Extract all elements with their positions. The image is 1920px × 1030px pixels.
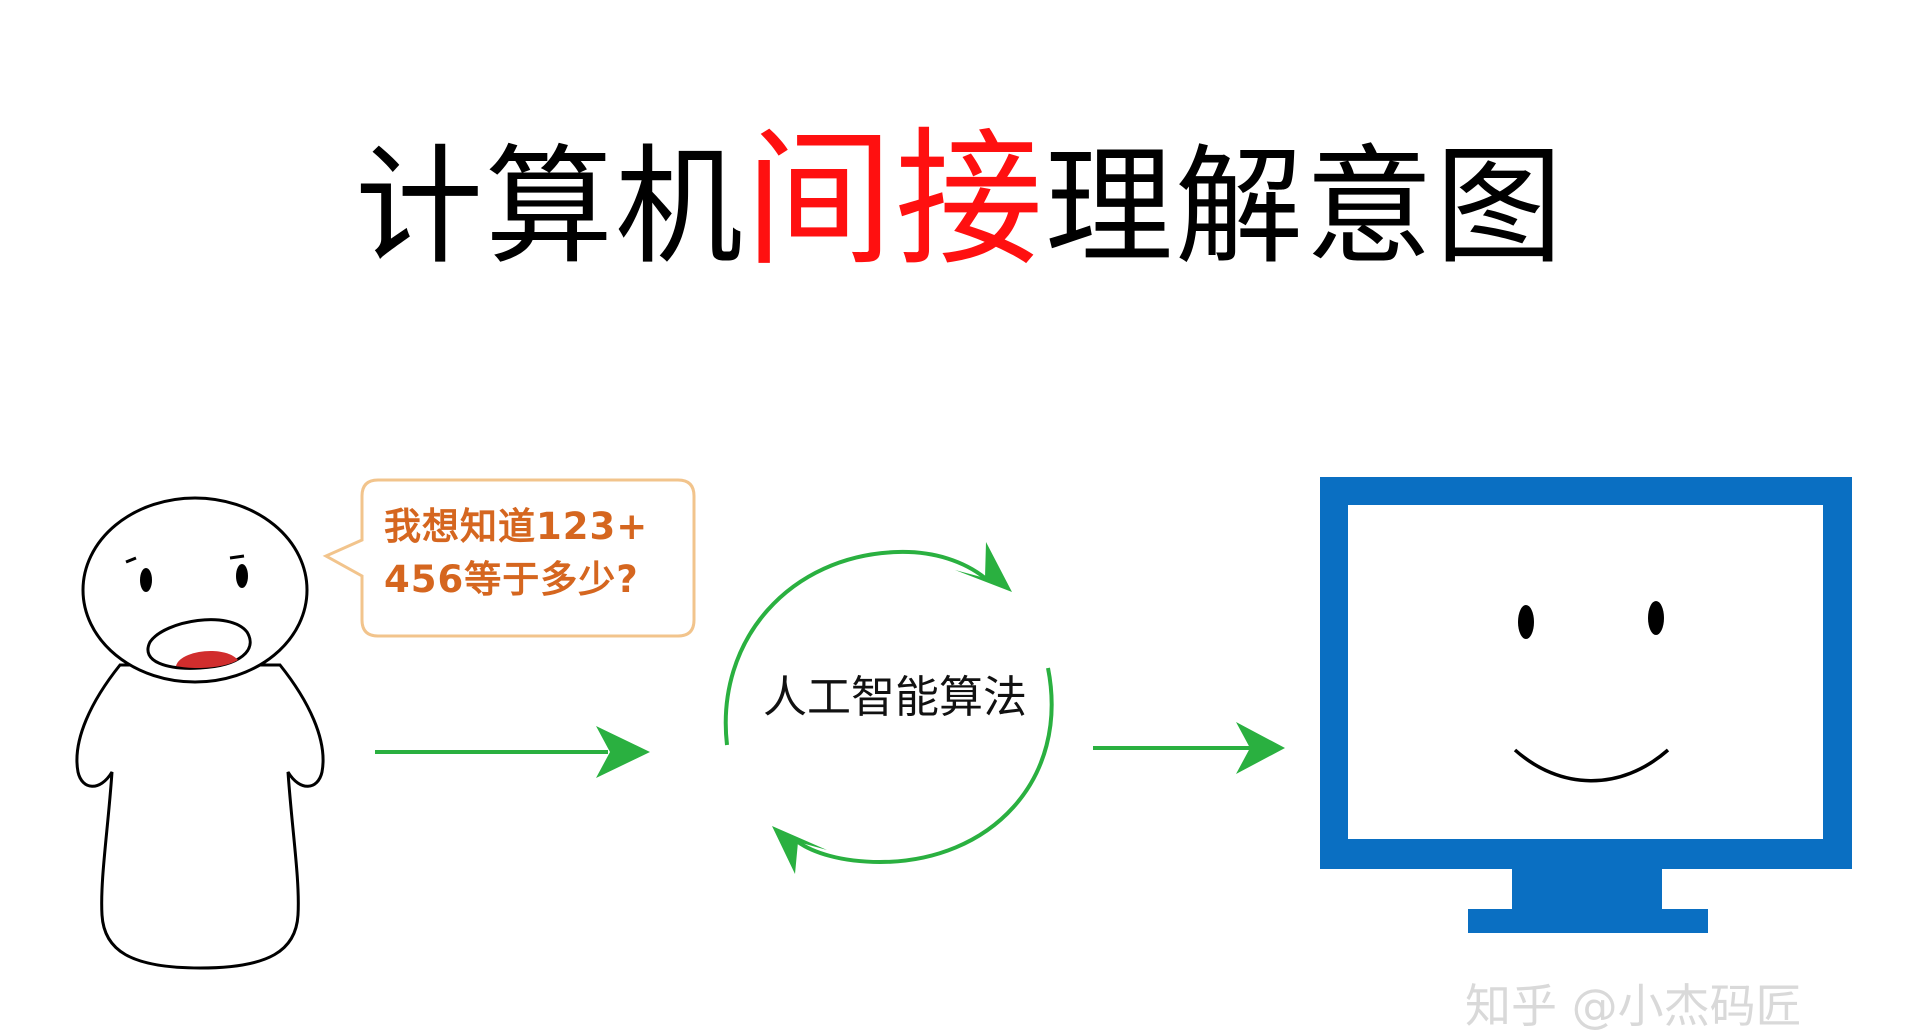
- title-part1: 计算机: [354, 133, 745, 282]
- monitor-right-eye: [1648, 601, 1664, 635]
- monitor-left-eye: [1518, 605, 1534, 639]
- algorithm-label: 人工智能算法: [763, 672, 1027, 723]
- arrow-person-to-cycle: [375, 726, 650, 778]
- monitor: [1320, 477, 1852, 933]
- cycle-arrow-top: [723, 549, 987, 746]
- title-part2: 理解意图: [1045, 133, 1566, 282]
- cycle-arrow-bottom: [796, 667, 1054, 865]
- monitor-smile: [1513, 748, 1670, 783]
- monitor-neck: [1512, 869, 1662, 909]
- speech-bubble-line1: 我想知道123+: [384, 505, 649, 548]
- monitor-base: [1468, 909, 1708, 933]
- title-accent: 间接: [745, 114, 1045, 286]
- speech-bubble-text: 我想知道123+ 456等于多少?: [384, 500, 684, 606]
- person-head: [81, 496, 309, 684]
- person-left-eye: [140, 568, 152, 592]
- person-figure: [75, 496, 325, 970]
- person-body: [75, 663, 325, 970]
- person-right-eye: [236, 564, 248, 588]
- cycle-arrows: [723, 549, 1054, 865]
- arrow-cycle-to-monitor: [1093, 722, 1285, 774]
- speech-bubble-line2: 456等于多少?: [384, 558, 639, 601]
- page-title: 计算机间接理解意图: [0, 120, 1920, 288]
- watermark: 知乎 @小杰码匠: [1465, 979, 1802, 1030]
- cycle-arrowhead-top: [955, 542, 1012, 592]
- speech-bubble: [322, 478, 696, 638]
- monitor-screen: [1348, 505, 1823, 839]
- cycle-arrowhead-bottom: [772, 826, 827, 874]
